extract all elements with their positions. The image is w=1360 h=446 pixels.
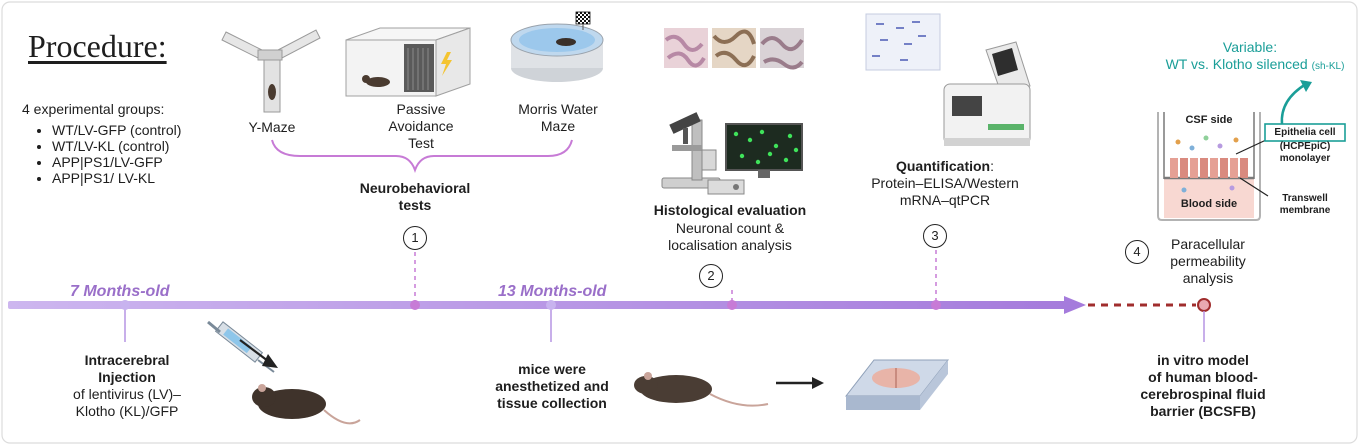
timeline [8, 250, 1211, 342]
epithelia-cell-label: Epithelia cell [1274, 127, 1336, 138]
list-item: WT/LV-KL (control) [52, 138, 181, 154]
y-maze-label: Y-Maze [248, 119, 296, 135]
injection-label: Intracerebral Injection of lentivirus (L… [73, 352, 181, 419]
morris-water-maze-label: Morris Water Maze [518, 101, 598, 134]
list-item: APP|PS1/LV-GFP [52, 154, 181, 170]
tests-bracket [271, 139, 573, 173]
variable-value: WT vs. Klotho silenced (sh-KL) [1165, 56, 1345, 72]
western-blot-icon [865, 13, 941, 71]
syringe-icon [207, 320, 275, 373]
monitor-icon [707, 123, 803, 195]
variable-arrowhead [1300, 80, 1312, 92]
invitro-label: in vitro model of human blood- cerebrosp… [1140, 352, 1266, 419]
mouse-icon [634, 372, 769, 407]
page-title: Procedure: [28, 28, 167, 64]
collection-arrowhead [812, 377, 824, 389]
histology-title: Histological evaluation [653, 202, 807, 218]
y-maze-icon [221, 29, 321, 113]
groups-heading: 4 experimental groups: [22, 101, 165, 117]
collection-marker [546, 300, 556, 310]
paracellular-label: Paracellular permeability analysis [1170, 236, 1246, 286]
tissue-slices-icon [664, 28, 804, 70]
timeline-arrowhead [1064, 296, 1086, 314]
step2-marker [727, 300, 737, 310]
monolayer-label: (HCPEpiC) monolayer [1279, 141, 1331, 164]
csf-side-label: CSF side [1185, 114, 1233, 126]
step-number-3: 3 [923, 224, 947, 248]
transwell-membrane-label: Transwell membrane [1279, 193, 1331, 216]
blood-side-label: Blood side [1180, 198, 1238, 210]
neurobehavioral-caption: Neurobehavioral tests [359, 180, 471, 213]
groups-list: WT/LV-GFP (control) WT/LV-KL (control) A… [38, 122, 181, 186]
step-number-4: 4 [1125, 240, 1149, 264]
mouse-icon [252, 384, 361, 425]
list-item: WT/LV-GFP (control) [52, 122, 181, 138]
transwell-icon [1157, 112, 1346, 221]
age-label-13-months: 13 Months-old [498, 283, 607, 300]
histology-text: Neuronal count & localisation analysis [668, 220, 792, 253]
step-number-2: 2 [699, 264, 723, 288]
step-number-1: 1 [403, 226, 427, 250]
invitro-marker [1197, 298, 1211, 312]
pcr-machine-icon [943, 41, 1031, 146]
age-label-7-months: 7 Months-old [70, 283, 170, 300]
list-item: APP|PS1/ LV-KL [52, 170, 181, 186]
step3-marker [931, 300, 941, 310]
passive-avoidance-label: Passive Avoidance Test [388, 101, 454, 151]
collection-label: mice were anesthetized and tissue collec… [495, 361, 609, 411]
injection-arrowhead [262, 354, 278, 368]
microscope-icon [661, 112, 721, 189]
passive-avoidance-box-icon [345, 27, 471, 97]
timeline-bar [8, 301, 1068, 309]
injection-marker [120, 300, 130, 310]
variable-arrow [1280, 82, 1307, 125]
quantification-text: Quantification: Protein–ELISA/Western mR… [871, 158, 1019, 208]
variable-label: Variable: [1222, 39, 1278, 55]
step1-marker [410, 300, 420, 310]
morris-water-maze-icon [510, 11, 604, 82]
tissue-slide-icon [844, 359, 950, 410]
